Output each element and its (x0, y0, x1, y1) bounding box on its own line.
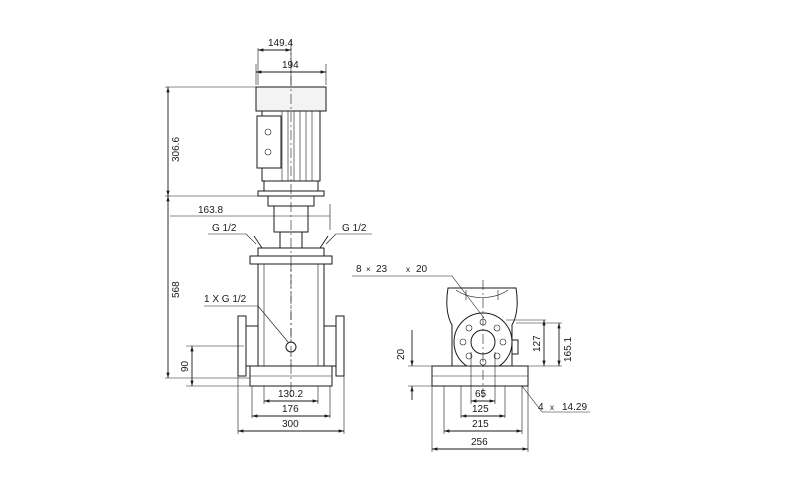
dim-motor-width: 194 (255, 60, 327, 85)
dim-foot-thickness: 20 (396, 330, 432, 400)
dim-flange-span: 300 (237, 376, 345, 434)
terminal-screw-icon (264, 148, 272, 156)
port-right-label: G 1/2 (342, 223, 367, 234)
dim-foot-holes-label: 215 (472, 419, 489, 430)
dim-motor-width-label: 194 (282, 60, 299, 71)
dim-flange-center: 127 (506, 319, 546, 366)
dim-motor-inner: 149.4 (257, 38, 293, 85)
side-view: 8 × 23 x 20 20 127 165.1 (352, 264, 590, 452)
side-outlet-stub (511, 339, 519, 355)
terminal-screw-icon (264, 128, 272, 136)
dim-flange-span-label: 300 (282, 419, 299, 430)
dim-flange-top: 165.1 (516, 322, 574, 367)
dim-head-width: 163.8 (170, 204, 331, 230)
dim-inlet-height-label: 90 (180, 360, 191, 372)
dim-base-width: 256 (431, 386, 529, 452)
port-left-callout: G 1/2 (208, 223, 257, 245)
foot-hole-count-label: 4 (538, 402, 544, 413)
dim-inlet-height: 90 (180, 345, 250, 387)
dim-pump-height-label: 568 (171, 281, 182, 298)
dim-foot-holes: 215 (443, 386, 523, 434)
pcd-prefix-label: x (406, 265, 410, 274)
front-view: 149.4 194 306.6 163.8 G 1/2 (165, 38, 372, 434)
terminal-box (256, 115, 282, 169)
port-right-callout: G 1/2 (325, 223, 372, 245)
dim-bore-label: 65 (475, 389, 487, 400)
dim-flange-top-label: 165.1 (563, 337, 574, 362)
dim-base-mid-label: 176 (282, 404, 299, 415)
dim-foot-thickness-label: 20 (396, 348, 407, 360)
port-left-label: G 1/2 (212, 223, 237, 234)
bolt-count-label: 8 (356, 264, 362, 275)
drain-label: 1 X G 1/2 (204, 294, 247, 305)
foot-hole-prefix-label: x (550, 403, 554, 412)
dim-motor-inner-label: 149.4 (268, 38, 293, 49)
dim-base-mid: 176 (251, 386, 331, 418)
vent-plugs (253, 235, 329, 249)
dim-motor-height: 306.6 (165, 86, 258, 197)
foot-hole-size-label: 14.29 (562, 402, 587, 413)
foot-hole-callout: 4 x 14.29 (521, 385, 590, 413)
svg-text:×: × (366, 265, 371, 274)
dim-base-width-label: 256 (471, 437, 488, 448)
dim-inner: 125 (460, 386, 506, 418)
dim-bore: 65 (470, 352, 496, 404)
dim-motor-height-label: 306.6 (171, 137, 182, 162)
dim-base-inner-label: 130.2 (278, 389, 303, 400)
drain-callout: 1 X G 1/2 (204, 294, 289, 343)
dim-head-width-label: 163.8 (198, 205, 223, 216)
dim-base-inner: 130.2 (263, 386, 319, 404)
bolt-hole-label: 23 (376, 264, 388, 275)
dim-inner-label: 125 (472, 404, 489, 415)
bolt-callout: 8 × 23 x 20 (352, 264, 485, 319)
pcd-label: 20 (416, 264, 428, 275)
outlet-flange (335, 315, 345, 377)
dim-pump-height: 568 (165, 196, 250, 379)
dim-flange-center-label: 127 (532, 335, 543, 352)
